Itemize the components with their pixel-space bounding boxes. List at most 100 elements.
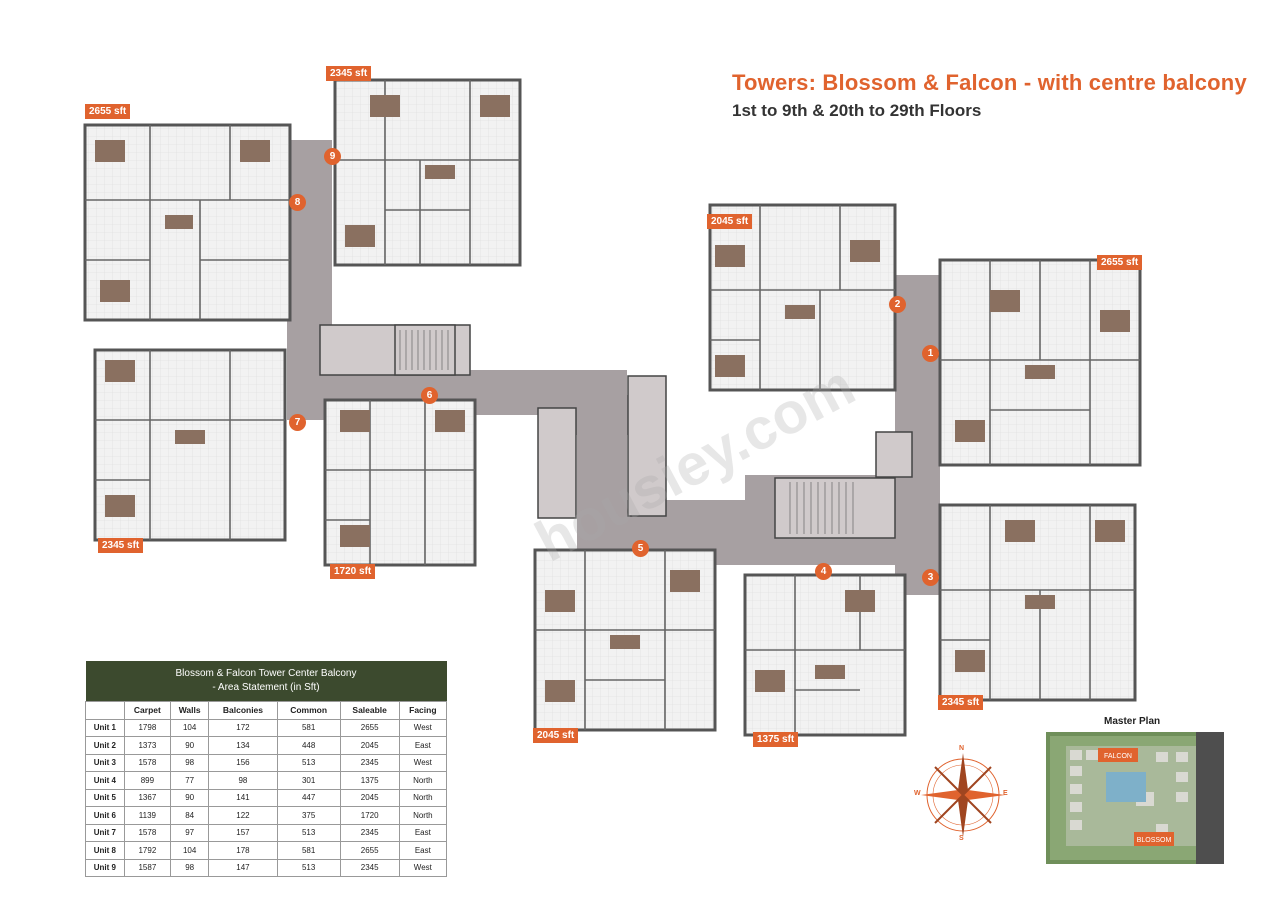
unit-8-marker: 8 <box>289 194 306 211</box>
table-cell: West <box>398 753 448 772</box>
area-statement-title-line2: - Area Statement (in Sft) <box>212 682 320 693</box>
table-cell: 104 <box>170 718 210 737</box>
table-cell: 1587 <box>123 858 172 877</box>
table-cell: 1578 <box>123 753 172 772</box>
table-cell: 156 <box>208 753 278 772</box>
unit-1-marker: 1 <box>922 345 939 362</box>
table-cell: 134 <box>208 736 278 755</box>
compass-rose-icon <box>921 753 1005 837</box>
unit-5-area-label: 2045 sft <box>533 728 579 743</box>
page-subtitle: 1st to 9th & 20th to 29th Floors <box>732 101 982 120</box>
table-cell: 2655 <box>339 841 400 860</box>
unit-5-marker: 5 <box>632 540 649 557</box>
unit-9-marker: 9 <box>324 148 341 165</box>
table-cell: Unit 8 <box>85 841 125 860</box>
table-cell: Unit 1 <box>85 718 125 737</box>
unit-6-area-label: 1720 sft <box>330 564 376 579</box>
table-cell: 98 <box>170 753 210 772</box>
table-cell: 899 <box>123 771 172 790</box>
table-cell: 2345 <box>339 823 400 842</box>
page-title: Towers: Blossom & Falcon - with centre b… <box>732 70 1247 95</box>
area-statement-title-line1: Blossom & Falcon Tower Center Balcony <box>175 668 357 679</box>
unit-7-area-label: 2345 sft <box>98 538 144 553</box>
table-cell: Unit 3 <box>85 753 125 772</box>
table-cell: 141 <box>208 788 278 807</box>
compass-north: N <box>959 745 965 752</box>
table-cell: 1578 <box>123 823 172 842</box>
compass-east: E <box>1003 790 1008 797</box>
table-cell: 147 <box>208 858 278 877</box>
column-header: Common <box>276 701 341 720</box>
table-cell: 97 <box>170 823 210 842</box>
table-cell: 2045 <box>339 788 400 807</box>
table-cell: 90 <box>170 788 210 807</box>
column-header: Walls <box>170 701 210 720</box>
column-header <box>85 701 125 720</box>
table-cell: 513 <box>276 823 341 842</box>
table-cell: Unit 5 <box>85 788 125 807</box>
table-cell: 2345 <box>339 753 400 772</box>
unit-8-area-label: 2655 sft <box>85 104 131 119</box>
compass-south: S <box>959 835 964 842</box>
table-cell: 1375 <box>339 771 400 790</box>
master-plan-title: Master Plan <box>1104 716 1161 727</box>
table-cell: Unit 4 <box>85 771 125 790</box>
column-header: Balconies <box>208 701 278 720</box>
column-header: Carpet <box>123 701 172 720</box>
table-cell: 122 <box>208 806 278 825</box>
master-plan-blossom-label: BLOSSOM <box>1137 837 1172 844</box>
table-cell: Unit 6 <box>85 806 125 825</box>
table-cell: North <box>398 788 448 807</box>
table-cell: North <box>398 771 448 790</box>
unit-1-area-label: 2655 sft <box>1097 255 1143 270</box>
table-cell: 90 <box>170 736 210 755</box>
unit-6-marker: 6 <box>421 387 438 404</box>
table-cell: West <box>398 858 448 877</box>
table-cell: East <box>398 736 448 755</box>
table-cell: 77 <box>170 771 210 790</box>
table-cell: 513 <box>276 753 341 772</box>
table-cell: 2345 <box>339 858 400 877</box>
table-cell: 375 <box>276 806 341 825</box>
unit-3-marker: 3 <box>922 569 939 586</box>
table-cell: 84 <box>170 806 210 825</box>
table-cell: Unit 7 <box>85 823 125 842</box>
unit-7-marker: 7 <box>289 414 306 431</box>
unit-2-marker: 2 <box>889 296 906 313</box>
table-cell: 2655 <box>339 718 400 737</box>
area-statement-table: Blossom & Falcon Tower Center Balcony - … <box>85 661 448 877</box>
table-cell: 1798 <box>123 718 172 737</box>
table-cell: Unit 2 <box>85 736 125 755</box>
table-cell: 1373 <box>123 736 172 755</box>
master-plan-map: FALCON BLOSSOM <box>1046 732 1224 864</box>
table-cell: 178 <box>208 841 278 860</box>
table-cell: 104 <box>170 841 210 860</box>
table-cell: 1792 <box>123 841 172 860</box>
table-cell: 447 <box>276 788 341 807</box>
table-cell: 98 <box>170 858 210 877</box>
unit-4-marker: 4 <box>815 563 832 580</box>
table-cell: 1367 <box>123 788 172 807</box>
table-header-row: Carpet Walls Balconies Common Saleable F… <box>85 701 448 720</box>
table-cell: Unit 9 <box>85 858 125 877</box>
table-cell: 581 <box>276 718 341 737</box>
table-cell: 448 <box>276 736 341 755</box>
table-cell: 513 <box>276 858 341 877</box>
table-cell: 157 <box>208 823 278 842</box>
table-cell: North <box>398 806 448 825</box>
column-header: Saleable <box>339 701 400 720</box>
unit-9-area-label: 2345 sft <box>326 66 372 81</box>
table-cell: 172 <box>208 718 278 737</box>
master-plan-falcon-label: FALCON <box>1104 753 1132 760</box>
table-cell: West <box>398 718 448 737</box>
table-cell: 98 <box>208 771 278 790</box>
